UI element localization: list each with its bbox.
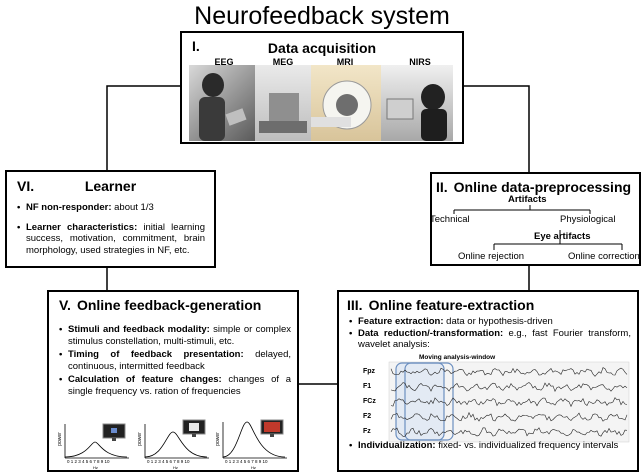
data-acquisition-title: Data acquisition [267,40,377,56]
eeg-label: EEG [214,57,234,67]
channel-label-f2: F2 [363,413,372,420]
mri-label: MRI [336,57,354,67]
feedback-bullets: Stimuli and feedback modality: simple or… [59,322,291,397]
learner-heading: VI. [17,178,40,194]
plot-ylabel: power [214,432,221,446]
eeg-trace [390,367,628,377]
channel-label-fcz: FCz [363,398,376,405]
learner-bullets: NF non-responder: about 1/3 Learner char… [17,200,205,256]
section-number: VI. [17,178,35,194]
extraction-bullet-feature: Feature extraction: data or hypothesis-d… [349,316,631,328]
plot-xlabel: Hz [251,465,256,470]
section-number: III. [347,297,363,313]
eeg-trace [390,427,628,437]
channel-label-f1: F1 [363,383,372,390]
meg-photo [255,65,311,141]
online-correction-label: Online correction [568,251,640,262]
section-number: V. [59,297,71,313]
feature-extraction-box: III.Online feature-extraction Feature ex… [337,290,639,472]
channel-label-fpz: Fpz [363,368,376,375]
artifacts-label: Artifacts [508,194,547,205]
eeg-traces [388,361,630,443]
online-rejection-label: Online rejection [458,251,525,262]
plot-ticks: 0 1 2 3 4 5 6 7 8 9 10 [67,459,110,464]
preprocessing-heading: II.Online data-preprocessing [436,179,632,195]
plot-ylabel: power [56,432,63,446]
mri-photo [311,65,381,141]
data-acquisition-heading: I. [192,38,206,54]
feedback-bullet-stimuli: Stimuli and feedback modality: simple or… [59,324,291,347]
section-number: II. [436,179,448,195]
meg-label: MEG [272,57,294,67]
eeg-trace [390,411,628,422]
nirs-label: NIRS [409,57,431,67]
eeg-trace [390,382,628,393]
feedback-bullet-calculation: Calculation of feature changes: changes … [59,374,291,397]
feedback-heading: V.Online feedback-generation [59,297,262,313]
section-number: I. [192,38,200,54]
feedback-bullet-timing: Timing of feedback presentation: delayed… [59,349,291,372]
extraction-heading: III.Online feature-extraction [347,297,535,313]
extraction-bullet-reduction: Data reduction/-transformation: e.g., fa… [349,328,631,351]
page-title: Neurofeedback system [194,2,450,30]
extraction-bullet-individualization: Individualization: fixed- vs. individual… [349,440,631,452]
learner-title: Learner [84,178,137,194]
physiological-label: Physiological [560,214,616,225]
eeg-photo [189,65,255,141]
nirs-photo [381,65,453,141]
extraction-bullets-top: Feature extraction: data or hypothesis-d… [349,316,631,351]
data-acquisition-box: I. Data acquisition EEG MEG MRI NIRS [180,31,464,144]
learner-bullet-characteristics: Learner characteristics: initial learnin… [17,222,205,257]
extraction-bullets-bottom: Individualization: fixed- vs. individual… [349,438,631,452]
channel-label-fz: Fz [363,428,371,435]
preprocessing-box: II.Online data-preprocessing Artifacts T… [430,172,641,266]
power-plot-2: power 0 1 2 3 4 5 6 7 8 9 10 Hz [137,412,213,470]
technical-label: Technical [430,214,470,225]
eye-artifacts-label: Eye artifacts [534,231,591,242]
plot-ylabel: power [136,432,143,446]
plot-xlabel: Hz [173,465,178,470]
feedback-generation-box: V.Online feedback-generation Stimuli and… [47,290,299,472]
learner-box: VI. Learner NF non-responder: about 1/3 … [5,170,216,268]
plot-ticks: 0 1 2 3 4 5 6 7 8 9 10 [147,459,190,464]
plot-xlabel: Hz [93,465,98,470]
power-plot-1: power 0 1 2 3 4 5 6 7 8 9 10 Hz [57,412,133,470]
eeg-trace [390,397,628,408]
artifact-tree-lines [453,205,623,250]
learner-bullet-nonresponder: NF non-responder: about 1/3 [17,202,205,214]
power-plot-3: power 0 1 2 3 4 5 6 7 8 9 10 Hz [215,412,291,470]
moving-window-label: Moving analysis-window [419,354,496,361]
plot-ticks: 0 1 2 3 4 5 6 7 8 9 10 [225,459,268,464]
